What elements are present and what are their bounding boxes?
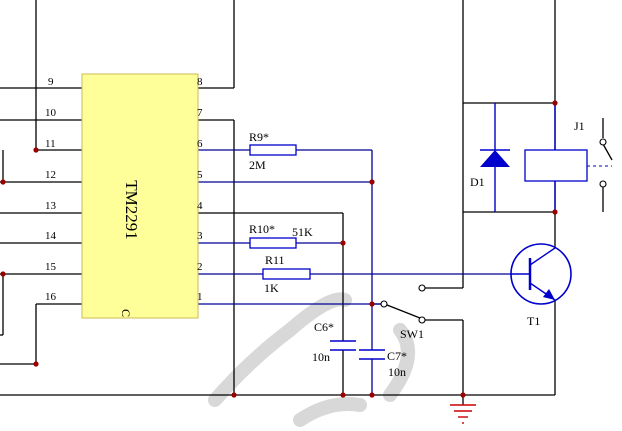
- c7-ref: C7*: [387, 349, 407, 363]
- pin-label: 16: [45, 291, 57, 303]
- junction-dot: [369, 392, 375, 398]
- junction-dot: [460, 392, 466, 398]
- d1-ref: D1: [470, 175, 485, 189]
- pin-label: 1: [197, 291, 203, 303]
- capacitor-c6: C6* 10n: [312, 320, 356, 364]
- pin-labels-left: 9 10 11 12 13 14 15 16: [45, 76, 57, 303]
- chip-name: TM2291: [122, 180, 141, 240]
- r9-value: 2M: [249, 158, 266, 172]
- junction-dot: [552, 100, 558, 106]
- pin-label: 11: [45, 138, 56, 150]
- t1-ref: T1: [527, 314, 540, 328]
- pin-label: 14: [45, 230, 57, 242]
- pin-label: 9: [48, 76, 54, 88]
- r11-value: 1K: [264, 281, 279, 295]
- r10-ref: R10*: [249, 222, 275, 236]
- junction-dot: [340, 240, 346, 246]
- pin-label: 13: [45, 200, 57, 212]
- junction-dot: [0, 179, 6, 185]
- r10-value: 51K: [292, 225, 313, 239]
- ground-icon: [450, 404, 476, 424]
- relay-j1: J1: [524, 103, 613, 212]
- junction-dot: [231, 392, 237, 398]
- junction-dot: [369, 179, 375, 185]
- pin-label: 2: [197, 261, 203, 273]
- resistor-r10: R10* 51K: [249, 222, 313, 249]
- junction-dot: [340, 392, 346, 398]
- junction-dot: [369, 301, 375, 307]
- pin-label: 6: [197, 138, 203, 150]
- pin-label: 15: [45, 261, 57, 273]
- pin-label: 8: [197, 76, 203, 88]
- j1-ref: J1: [574, 119, 585, 133]
- c6-ref: C6*: [314, 320, 334, 334]
- c7-value: 10n: [388, 365, 406, 379]
- junction-dot: [33, 147, 39, 153]
- sw1-ref: SW1: [400, 327, 424, 341]
- pin-label: 5: [197, 169, 203, 181]
- pin-label: 4: [197, 200, 203, 212]
- pin-labels-right: 8 7 6 5 4 3 2 1: [197, 76, 203, 303]
- c6-value: 10n: [312, 350, 330, 364]
- junctions: [0, 100, 558, 398]
- chip-notch: C: [119, 309, 133, 317]
- pin-label: 7: [197, 107, 203, 119]
- junction-dot: [0, 271, 6, 277]
- resistor-r9: R9* 2M: [249, 130, 297, 172]
- r11-ref: R11: [265, 253, 285, 267]
- transistor-t1: T1: [510, 243, 572, 328]
- diode-d1: D1: [463, 102, 555, 213]
- switch-sw1: SW1: [380, 284, 426, 341]
- pin-label: 3: [197, 230, 203, 242]
- junction-dot: [552, 209, 558, 215]
- pin-label: 12: [45, 169, 56, 181]
- r9-ref: R9*: [249, 130, 269, 144]
- junction-dot: [33, 361, 39, 367]
- pin-label: 10: [45, 107, 57, 119]
- chip-tm2291: TM2291 C: [81, 73, 199, 319]
- resistor-r11: R11 1K: [262, 253, 311, 295]
- capacitor-c7: C7* 10n: [359, 349, 407, 379]
